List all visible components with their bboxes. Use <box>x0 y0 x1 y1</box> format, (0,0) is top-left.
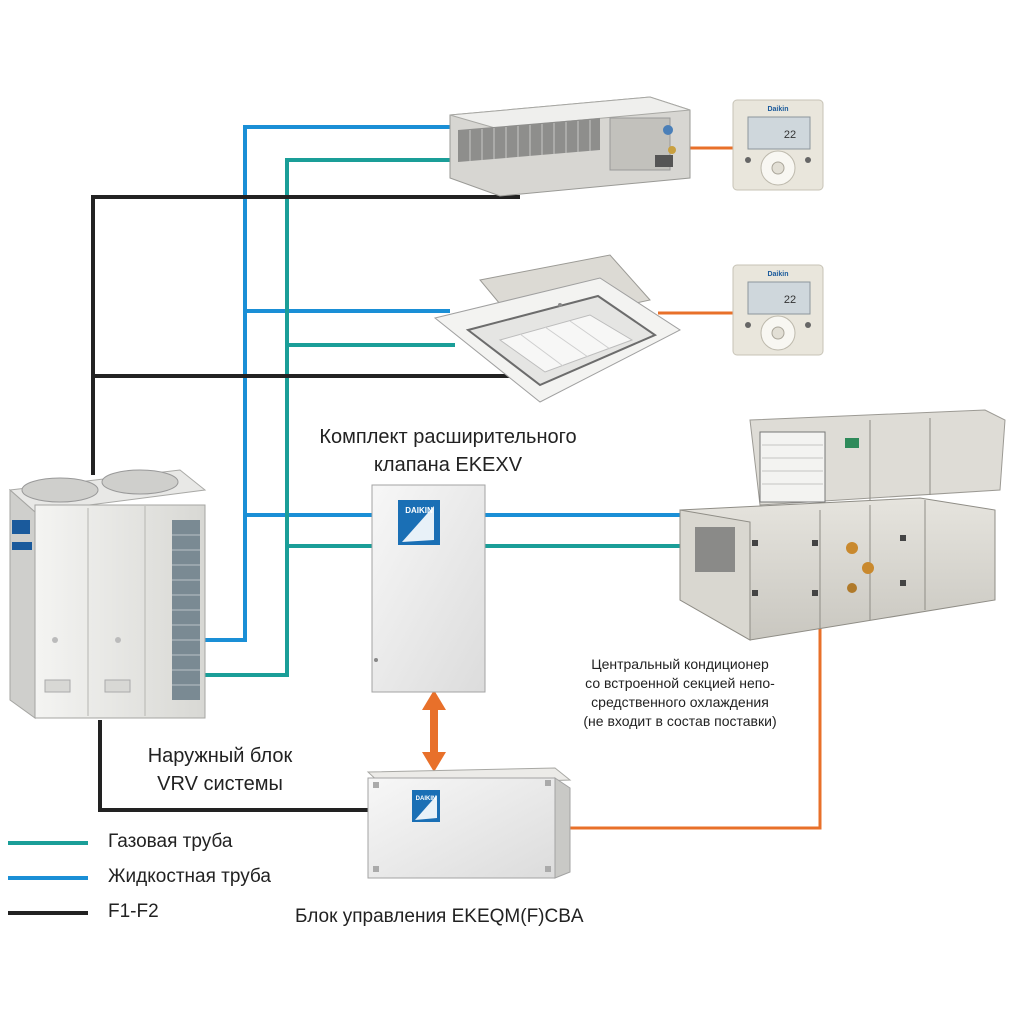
control-box-logo: DAIKIN <box>416 796 437 802</box>
remote-2-brand: Daikin <box>767 271 788 278</box>
expansion-kit-title-line1: Комплект расширительного <box>319 426 577 448</box>
legend-gas-label: Газовая труба <box>108 831 233 852</box>
expansion-kit-logo: DAIKIN <box>405 506 433 515</box>
outdoor-unit <box>8 469 207 719</box>
expansion-kit-caption: Комплект расширительного клапана EKEXV <box>268 423 628 479</box>
remote-controller-1 <box>732 99 824 191</box>
control-wires <box>555 146 822 830</box>
ducted-indoor-unit <box>449 96 691 197</box>
bidirectional-arrow <box>422 690 446 772</box>
f1-f2-wires <box>91 195 520 812</box>
ahu-caption-line3: средственного охлаждения <box>591 694 769 710</box>
liquid-pipes <box>205 125 682 642</box>
gas-pipes <box>205 158 682 677</box>
remote-2-temperature: 22 <box>784 294 796 306</box>
air-handling-unit <box>679 409 1006 641</box>
legend-f1f2-label: F1-F2 <box>108 901 159 922</box>
ahu-caption: Центральный кондиционер со встроенной се… <box>540 655 820 731</box>
expansion-valve-kit <box>371 484 486 693</box>
cassette-indoor-unit <box>433 254 681 403</box>
outdoor-unit-caption: Наружный блок VRV системы <box>110 742 330 798</box>
ahu-caption-line2: со встроенной секцией непо- <box>585 675 775 691</box>
ahu-caption-line1: Центральный кондиционер <box>591 656 769 672</box>
legend-liquid-label: Жидкостная труба <box>108 866 271 887</box>
control-box-unit <box>366 767 572 879</box>
remote-1-brand: Daikin <box>767 106 788 113</box>
control-box-caption: Блок управления EKEQM(F)CBA <box>295 906 584 927</box>
ahu-caption-line4: (не входит в состав поставки) <box>583 713 777 729</box>
outdoor-unit-title-line2: VRV системы <box>157 773 283 795</box>
expansion-kit-title-line2: клапана EKEXV <box>373 454 523 476</box>
outdoor-unit-title-line1: Наружный блок <box>147 745 293 767</box>
remote-controller-2 <box>732 264 824 356</box>
remote-1-temperature: 22 <box>784 129 796 141</box>
